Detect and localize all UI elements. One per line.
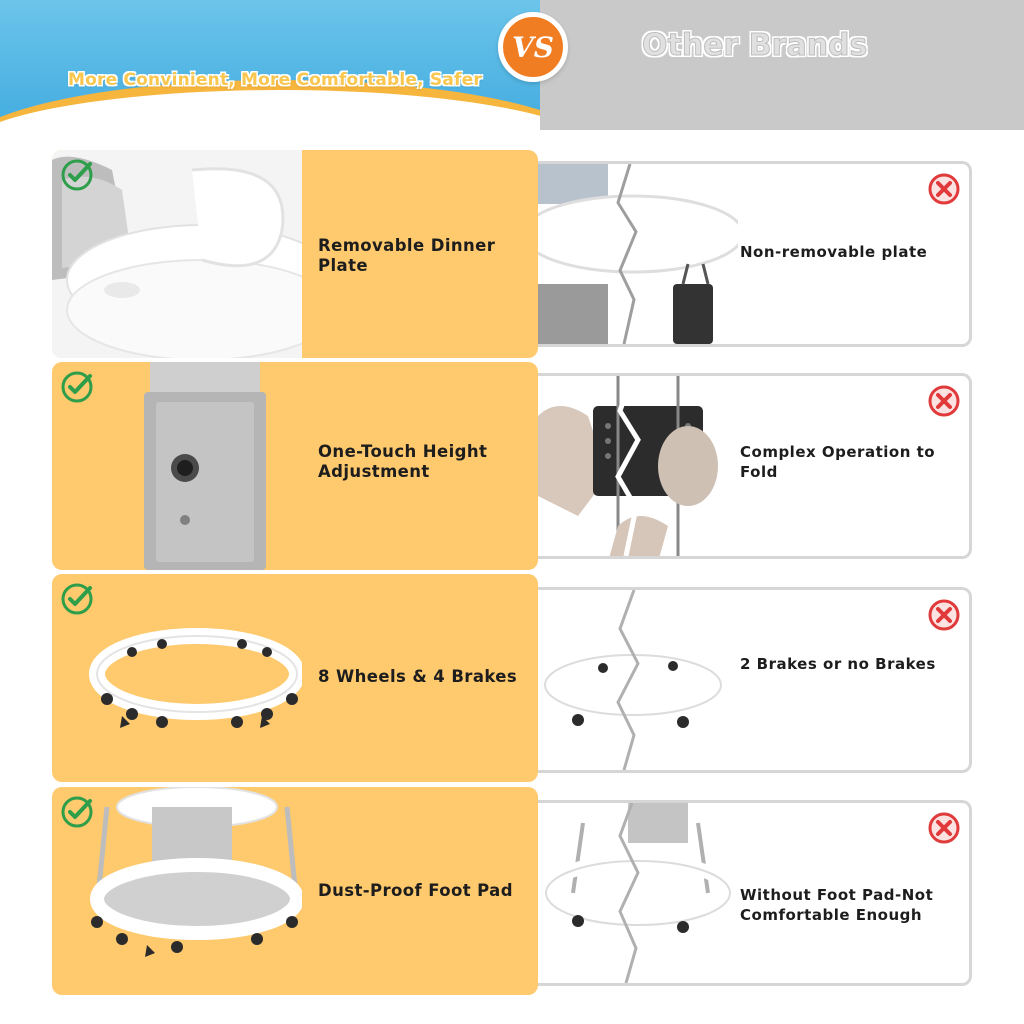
foot-pad-illustration <box>90 787 302 957</box>
cross-icon <box>928 385 960 417</box>
competitor-label: Non-removable plate <box>740 243 928 261</box>
competitor-card-plate: Non-removable plate <box>538 161 972 347</box>
competitor-card-brakes: 2 Brakes or no Brakes <box>538 587 972 773</box>
header-left-banner <box>0 0 540 130</box>
check-icon <box>61 796 93 828</box>
competitor-label: Complex Operation to Fold <box>740 443 936 481</box>
competitor-card-footpad: Without Foot Pad-Not Comfortable Enough <box>538 800 972 986</box>
check-icon <box>61 159 93 191</box>
wheel-base-illustration <box>89 628 302 728</box>
vs-badge: VS <box>498 12 568 82</box>
feature-label: One-Touch Height Adjustment <box>318 442 488 481</box>
height-adjust-illustration <box>144 362 266 570</box>
crack-divider <box>616 164 638 344</box>
crack-divider <box>618 803 640 983</box>
check-icon <box>61 583 93 615</box>
cross-icon <box>928 599 960 631</box>
feature-card-wheels: 8 Wheels & 4 Brakes <box>52 574 538 782</box>
feature-card-plate: Removable Dinner Plate <box>52 150 538 358</box>
dinner-plate-illustration <box>52 150 302 358</box>
feature-card-height: One-Touch Height Adjustment <box>52 362 538 570</box>
open-base-illustration <box>539 803 737 933</box>
competitor-label: Without Foot Pad-Not Comfortable Enough <box>740 886 934 924</box>
header-right-banner <box>540 0 1024 130</box>
fixed-plate-illustration <box>538 164 738 344</box>
competitor-card-fold: Complex Operation to Fold <box>538 373 972 559</box>
feature-label: Removable Dinner Plate <box>318 236 496 275</box>
cross-icon <box>928 812 960 844</box>
crack-divider <box>615 376 641 556</box>
check-icon <box>61 371 93 403</box>
feature-label: Dust-Proof Foot Pad <box>318 881 513 900</box>
competitor-label: 2 Brakes or no Brakes <box>740 655 936 673</box>
tagline: More Convinient, More Comfortable, Safer <box>68 70 482 90</box>
feature-label: 8 Wheels & 4 Brakes <box>318 667 518 686</box>
feature-card-footpad: Dust-Proof Foot Pad <box>52 787 538 995</box>
other-brands-title: Other Brands <box>641 28 868 64</box>
cross-icon <box>928 173 960 205</box>
crack-divider <box>616 590 640 770</box>
